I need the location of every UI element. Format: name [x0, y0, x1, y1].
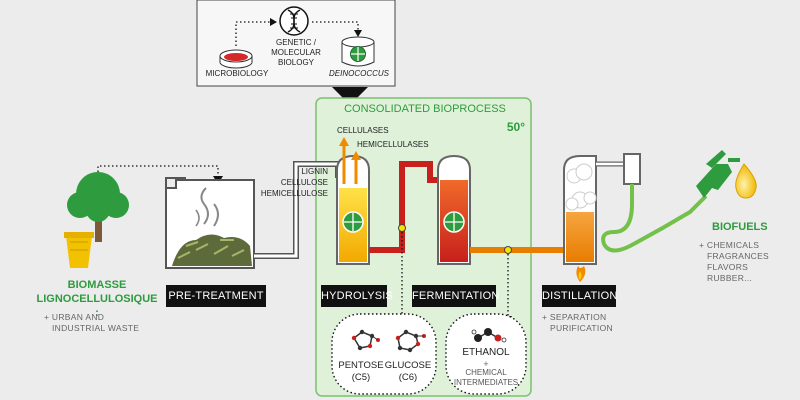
label-ethanol-plus: +: [483, 359, 489, 369]
petri-dish-icon: [219, 49, 253, 69]
pretreatment-tank: [165, 177, 255, 269]
biomass-note: + URBAN AND INDUSTRIAL WASTE: [44, 312, 140, 333]
fuel-hose: [601, 184, 708, 253]
enzyme-arrows: [339, 137, 361, 184]
label-chemical-intermediates: CHEMICAL INTERMEDIATES: [453, 368, 519, 387]
connector-micro-genetic: [235, 21, 270, 46]
label-hemicellulases: HEMICELLULASES: [357, 140, 429, 149]
deinococcus-dish-icon: [341, 36, 375, 67]
temperature-label: 50°: [506, 120, 525, 134]
dna-icon: [279, 6, 309, 36]
pipe-hydrolysis-fermentation: [369, 161, 444, 253]
label-genetic-molecular-biology: GENETIC / MOLECULAR BIOLOGY: [271, 38, 321, 67]
fuel-drop-icon: [735, 163, 757, 199]
distillation-tank: [563, 155, 597, 265]
stage-fermentation: FERMENTATION: [412, 285, 499, 307]
label-cellulose: CELLULOSE: [280, 178, 328, 187]
sample-point-fermentation: [504, 246, 512, 254]
label-glucose: GLUCOSE (C6): [384, 360, 432, 383]
stage-distillation: DISTILLATION: [542, 285, 617, 307]
biomass-title-line1: BIOMASSE: [67, 279, 127, 291]
biofuels-note: + CHEMICALS FRAGRANCES FLAVORS RUBBER...: [699, 240, 770, 283]
label-cellulases: CELLULASES: [337, 126, 389, 135]
biofuels-title: BIOFUELS: [712, 221, 768, 233]
pentose-molecule-icon: [351, 329, 380, 351]
label-ethanol: ETHANOL: [462, 347, 510, 358]
label-microbiology: MICROBIOLOGY: [205, 69, 269, 78]
stage-pretreatment: PRE-TREATMENT: [166, 285, 266, 307]
label-deinococcus: DEINOCOCCUS: [328, 69, 389, 78]
label-hemicellulose: HEMICELLULOSE: [260, 189, 328, 198]
sample-point-hydrolysis: [398, 224, 406, 232]
waste-bin-icon: [64, 232, 94, 268]
ethanol-molecule-icon: [471, 328, 507, 343]
ethanol-bubble: [445, 313, 527, 395]
hydrolysis-tank: [336, 154, 370, 265]
biomass-title-line2: LIGNOCELLULOSIQUE :: [36, 293, 158, 319]
tree-icon: [67, 172, 129, 242]
glucose-molecule-icon: [395, 329, 426, 353]
stage-hydrolysis: HYDROLYSIS: [321, 285, 393, 307]
fuel-nozzle-icon: [696, 150, 740, 198]
distillation-note: + SEPARATION PURIFICATION: [542, 312, 613, 333]
fermentation-tank: [437, 154, 471, 265]
top-box-pointer-arrow: [332, 87, 368, 105]
consolidated-bioprocess-title: CONSOLIDATED BIOPROCESS: [344, 103, 506, 115]
label-lignin: LIGNIN: [301, 167, 328, 176]
label-pentose: PENTOSE (C5): [338, 360, 384, 383]
